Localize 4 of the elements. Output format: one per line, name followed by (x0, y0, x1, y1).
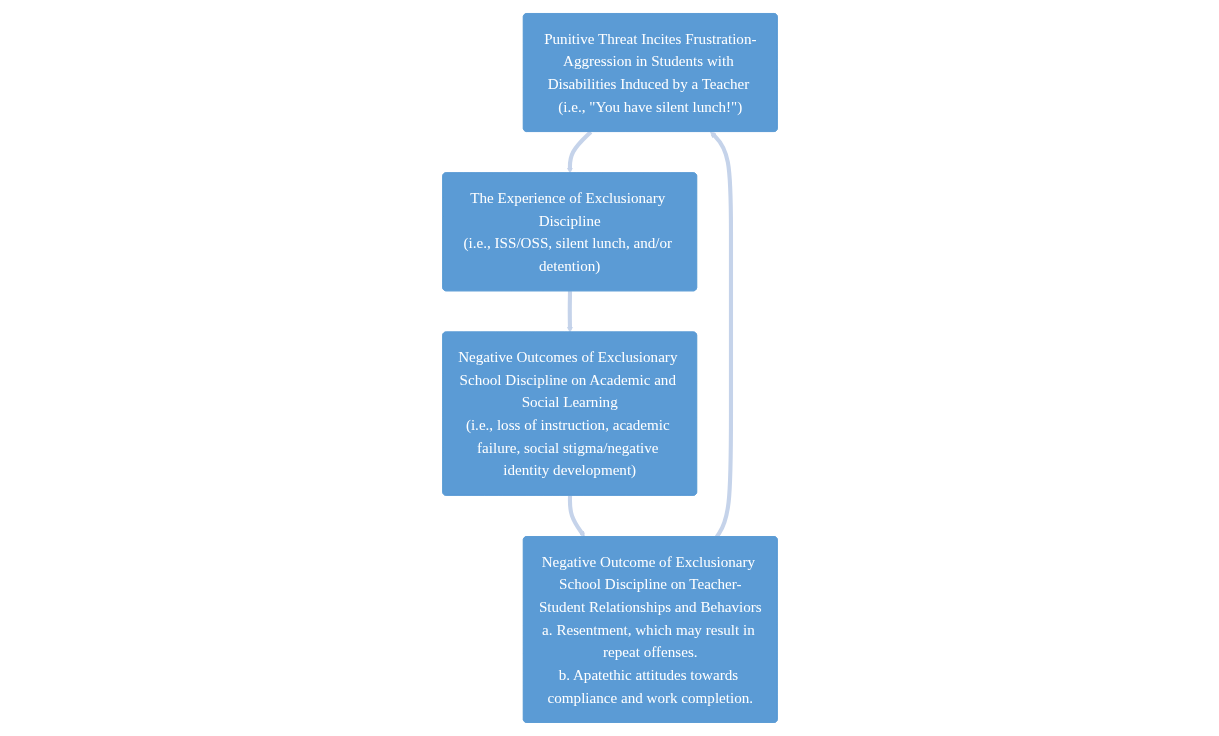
arrow (567, 495, 585, 538)
arrow (566, 291, 573, 333)
arrow (566, 130, 592, 174)
arrow (709, 131, 733, 538)
